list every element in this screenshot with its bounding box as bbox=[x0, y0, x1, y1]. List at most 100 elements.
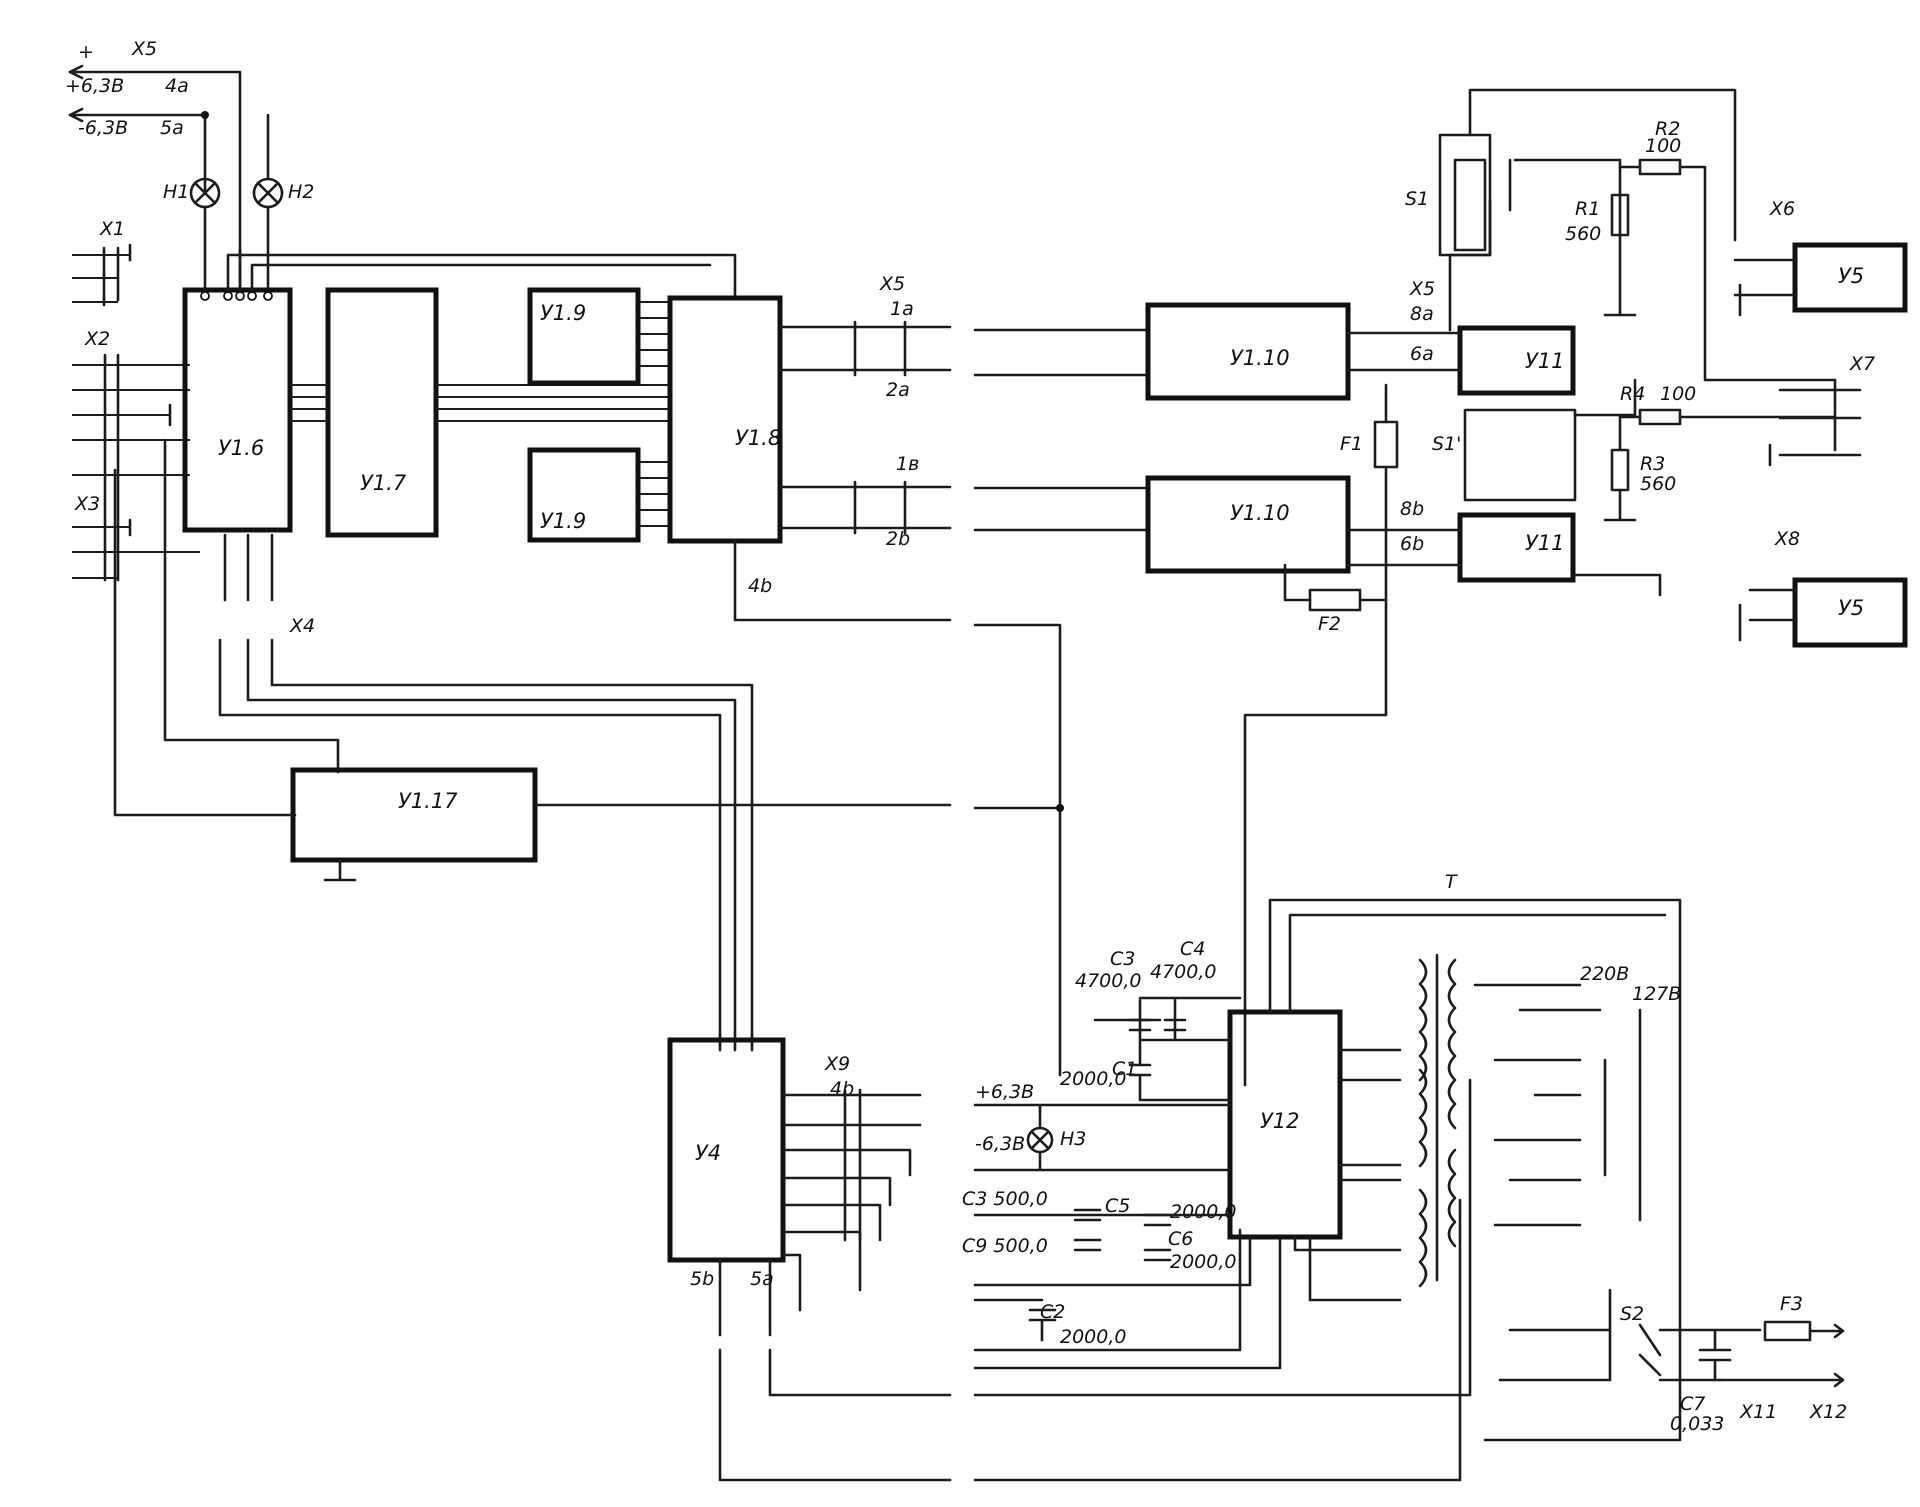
c3-val-label: 4700,0 bbox=[1075, 970, 1141, 992]
u110a-label: У1.10 bbox=[1230, 346, 1290, 370]
x9-4b-label: 4b bbox=[830, 1078, 854, 1100]
fuse-f1 bbox=[1373, 420, 1399, 469]
x5-6a-label: 6a bbox=[1410, 343, 1434, 365]
r3-val-label: 560 bbox=[1640, 473, 1676, 495]
c5-val-label: 2000,0 bbox=[1170, 1201, 1236, 1223]
c1-val-label: 2000,0 bbox=[1060, 1068, 1126, 1090]
h3-label: H3 bbox=[1060, 1128, 1086, 1150]
block-u11-top bbox=[1457, 325, 1576, 396]
x5-label-mid: X5 bbox=[879, 273, 905, 295]
rail-arrows bbox=[68, 64, 84, 123]
block-u11-bottom bbox=[1457, 512, 1576, 583]
x5-5b-label: 5b bbox=[690, 1268, 714, 1290]
switch-s1-prime: S1' bbox=[1432, 378, 1662, 597]
x3-label: X3 bbox=[74, 493, 100, 515]
resistor-r3 bbox=[1610, 448, 1630, 492]
plus-rail-wire bbox=[68, 70, 242, 297]
x5-5a-bottom-label: 5a bbox=[750, 1268, 774, 1290]
u17-label: У1.7 bbox=[360, 471, 407, 495]
r1-val-label: 560 bbox=[1565, 223, 1601, 245]
x5-4b-label: 4b bbox=[748, 575, 772, 597]
s2-label: S2 bbox=[1620, 1303, 1644, 1325]
u117-label: У1.17 bbox=[398, 789, 458, 813]
c9-500-label: C9 500,0 bbox=[962, 1235, 1048, 1257]
f1-label: F1 bbox=[1340, 433, 1363, 455]
x6-label: X6 bbox=[1769, 198, 1795, 220]
x5-5a-label: 5a bbox=[160, 117, 184, 139]
x5-8b-label: 8b bbox=[1400, 498, 1424, 520]
x2-label: X2 bbox=[84, 328, 110, 350]
h2-label: H2 bbox=[288, 181, 314, 203]
block-u16 bbox=[182, 287, 293, 533]
block-u19-top bbox=[527, 287, 641, 386]
x5-2b-label: 2b bbox=[886, 528, 910, 550]
c4-val-label: 4700,0 bbox=[1150, 961, 1216, 983]
s1-label: S1 bbox=[1405, 188, 1429, 210]
minus-63-bottom-label: -6,3В bbox=[975, 1133, 1025, 1155]
x5-6b-label: 6b bbox=[1400, 533, 1424, 555]
u19b-label: У1.9 bbox=[540, 509, 586, 533]
c3-500-label: C3 500,0 bbox=[962, 1188, 1048, 1210]
transformer-t bbox=[1418, 953, 1457, 1288]
u12-label: У12 bbox=[1260, 1109, 1300, 1133]
x4-label: X4 bbox=[289, 615, 315, 637]
r3-label: R3 bbox=[1640, 453, 1665, 475]
x5-label-right: X5 bbox=[1409, 278, 1435, 300]
x8-label: X8 bbox=[1774, 528, 1800, 550]
u18-label: У1.8 bbox=[735, 426, 781, 450]
switch-s1: S1 bbox=[1405, 88, 1737, 332]
r2-label: R2 bbox=[1655, 118, 1680, 140]
f3-label: F3 bbox=[1780, 1293, 1803, 1315]
fuse-f3 bbox=[1763, 1320, 1812, 1342]
c7-val-label: 0,033 bbox=[1670, 1413, 1724, 1435]
u5a-label: У5 bbox=[1838, 264, 1864, 288]
u19a-label: У1.9 bbox=[540, 301, 586, 325]
c2-val-label: 2000,0 bbox=[1060, 1326, 1126, 1348]
h1-label: H1 bbox=[163, 181, 189, 203]
resistor-r4 bbox=[1638, 408, 1682, 426]
u4-label: У4 bbox=[695, 1141, 721, 1165]
plus-63-bottom-label: +6,3В bbox=[975, 1081, 1034, 1103]
u11b-label: У11 bbox=[1525, 531, 1565, 555]
t-label: T bbox=[1445, 871, 1458, 893]
c7-label: C7 bbox=[1680, 1393, 1705, 1415]
fuse-f2 bbox=[1308, 588, 1362, 612]
c4-label: C4 bbox=[1180, 938, 1205, 960]
block-u5-bottom bbox=[1792, 577, 1908, 648]
u110b-label: У1.10 bbox=[1230, 501, 1290, 525]
x7-label: X7 bbox=[1849, 353, 1875, 375]
x5-4a-label: 4a bbox=[165, 75, 189, 97]
u16-label: У1.6 bbox=[218, 436, 264, 460]
u16-pins bbox=[200, 248, 737, 301]
supply-section: + X5 +6,3В 4a -6,3В 5a H1 H2 bbox=[65, 38, 314, 297]
x5-label-top: X5 bbox=[131, 38, 157, 60]
resistor-r2 bbox=[1638, 158, 1682, 176]
c6-label: C6 bbox=[1168, 1228, 1193, 1250]
x12-label: X12 bbox=[1809, 1401, 1847, 1423]
x5-2a-label: 2a bbox=[886, 379, 910, 401]
u5b-label: У5 bbox=[1838, 596, 1864, 620]
plus-rail-label: +6,3В bbox=[65, 75, 124, 97]
r1-label: R1 bbox=[1575, 198, 1600, 220]
block-u17 bbox=[325, 287, 439, 538]
block-u18 bbox=[667, 295, 783, 544]
plus-sign: + bbox=[78, 41, 94, 63]
x5-1b-label: 1в bbox=[896, 453, 919, 475]
block-u117 bbox=[290, 767, 538, 863]
c3-label: C3 bbox=[1110, 948, 1135, 970]
x1-label: X1 bbox=[99, 218, 125, 240]
c6-val-label: 2000,0 bbox=[1170, 1251, 1236, 1273]
r4-val-label: 100 bbox=[1660, 383, 1696, 405]
resistor-r1 bbox=[1610, 193, 1630, 237]
x5-1a-label: 1a bbox=[890, 298, 914, 320]
v127-label: 127В bbox=[1632, 983, 1681, 1005]
block-u110-bottom bbox=[1145, 475, 1351, 574]
x5-8a-label: 8a bbox=[1410, 303, 1434, 325]
v220-label: 220В bbox=[1580, 963, 1629, 985]
f2-label: F2 bbox=[1318, 613, 1341, 635]
minus-rail-label: -6,3В bbox=[78, 117, 128, 139]
block-u4 bbox=[667, 1037, 786, 1263]
block-u5-top bbox=[1792, 242, 1908, 313]
left-connectors: X1 X2 X3 bbox=[72, 218, 200, 582]
